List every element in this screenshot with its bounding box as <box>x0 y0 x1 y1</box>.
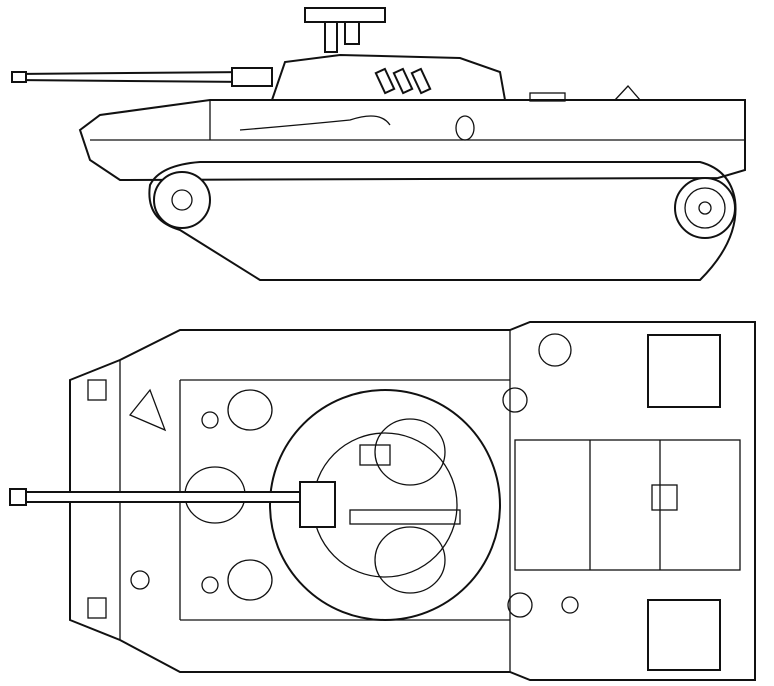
side-lifting-eye <box>613 85 642 101</box>
top-fuel-cap <box>538 333 572 367</box>
top-headlight-guard <box>128 388 167 432</box>
top-engine-vent <box>651 484 678 511</box>
top-gunner-hatch <box>374 526 446 594</box>
top-engine-deck <box>514 439 741 571</box>
side-view <box>11 7 746 281</box>
side-muzzle <box>11 71 27 83</box>
top-hatch-1 <box>227 389 273 431</box>
top-grille-right <box>647 599 721 671</box>
side-gun-barrel <box>13 70 251 84</box>
side-hatch <box>455 115 475 141</box>
side-drive-sprocket <box>674 177 736 239</box>
side-tow-cable <box>239 115 391 131</box>
top-commander-hatch <box>374 418 446 486</box>
top-grille-left <box>647 334 721 408</box>
side-grille <box>529 92 566 102</box>
top-turret <box>269 389 501 621</box>
top-muzzle <box>9 488 27 506</box>
side-idler-wheel <box>153 171 211 229</box>
top-view <box>9 321 756 681</box>
top-gun-barrel <box>9 491 311 503</box>
side-smoke-launchers <box>374 67 432 95</box>
side-gun-mantlet <box>231 67 273 87</box>
top-hatch-2 <box>227 559 273 601</box>
top-gun-mantlet <box>299 481 336 528</box>
side-atgm-launcher <box>304 7 386 53</box>
